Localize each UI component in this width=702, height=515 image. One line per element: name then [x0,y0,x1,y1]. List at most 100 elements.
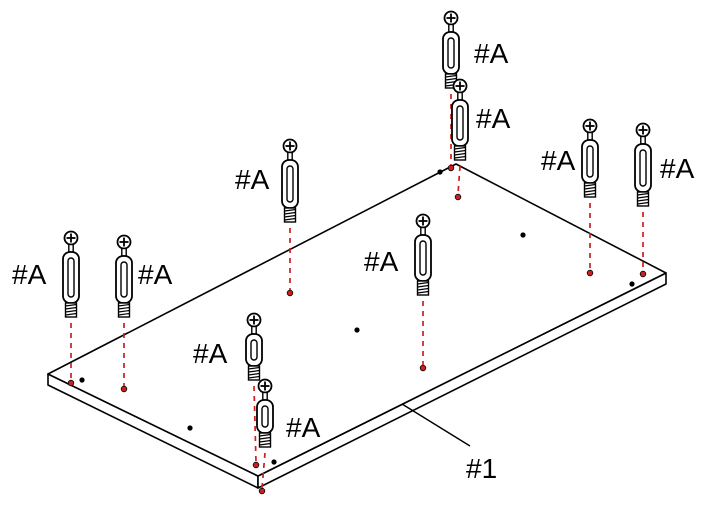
dowel-thread [453,145,467,161]
pin-hole [419,364,427,372]
pin-hole [447,164,455,172]
dowel-neck [251,325,257,335]
pin-hole [252,461,260,469]
fastener-label: #A [138,259,173,290]
panel-top-face [47,163,667,477]
dowel-slot [286,165,294,203]
thread-line [284,217,296,221]
pin-hole [639,270,647,278]
thread-line [259,436,271,440]
thread-line [584,183,596,187]
fastener-label: #A [235,164,270,195]
fastener-label: #A [193,338,228,369]
panel-hole [354,327,360,333]
thread-line [259,442,271,446]
dowel-slot [456,105,464,141]
dowel-thread [283,207,297,223]
dowel-neck [121,247,127,257]
thread-line [454,146,466,150]
thread-line [454,152,466,156]
fasteners [62,10,652,448]
panel-hole [271,459,277,465]
thread-line [259,433,271,437]
fastener-label: #A [474,38,509,69]
dowel-thread [416,280,430,296]
dowel-slot [639,149,647,187]
dowel-slot [261,405,269,428]
dowel-slot [250,339,258,361]
pin-hole [286,289,294,297]
thread-line [454,155,466,159]
dowel-thread [247,365,261,381]
thread-line [284,214,296,218]
dowel-slot [120,261,128,298]
dowel-neck [68,243,74,253]
panel-hole [187,425,193,431]
guide-line [253,385,257,463]
thread-line [248,375,260,379]
thread-line [248,366,260,370]
thread-line [417,287,429,291]
thread-line [445,74,457,78]
fastener-label: #A [541,145,576,176]
dowel-thread [258,432,272,448]
thread-line [637,195,649,199]
dowel-thread [117,302,131,318]
thread-line [445,77,457,81]
dowel-slot [419,240,427,276]
fastener-label: #A [12,259,47,290]
thread-line [248,369,260,373]
panel-1 [47,163,667,489]
cam-dowel [115,234,133,318]
cam-dowel [62,230,80,318]
dowel-neck [457,91,463,101]
cam-dowel [442,10,460,89]
thread-line [248,372,260,376]
fastener-label: #A [476,103,511,134]
thread-line [284,208,296,212]
cam-dowel [245,312,263,381]
dowel-thread [636,191,650,207]
dowel-thread [583,182,597,198]
thread-line [118,312,130,316]
thread-line [637,192,649,196]
pin-hole [586,269,594,277]
dowel-slot [67,257,75,298]
panel-hole [520,232,526,238]
dowel-neck [287,151,293,161]
pin-hole [67,379,75,387]
thread-line [454,149,466,153]
cam-dowel [414,213,432,296]
guide-line [457,165,461,195]
thread-line [65,303,77,307]
thread-line [417,290,429,294]
panel-holes [67,164,647,495]
thread-line [284,211,296,215]
thread-line [65,312,77,316]
thread-line [65,309,77,313]
cam-dowel [581,118,599,198]
thread-line [417,281,429,285]
thread-line [417,284,429,288]
dowel-neck [640,135,646,145]
dowel-slot [586,145,594,178]
fastener-label: #A [364,246,399,277]
panel-label: #1 [466,453,497,484]
panel-hole [629,281,635,287]
dowel-neck [448,23,454,33]
thread-line [637,198,649,202]
pin-hole [120,385,128,393]
fastener-labels: #A #A #A #A #A #A #A #A #A #A [12,38,695,443]
thread-line [65,306,77,310]
cam-dowel [281,138,299,223]
dowel-neck [587,131,593,141]
thread-line [118,303,130,307]
thread-line [584,186,596,190]
cam-dowel [634,122,652,207]
thread-line [259,439,271,443]
thread-line [118,309,130,313]
pin-hole [454,193,462,201]
guide-lines [70,94,644,489]
panel-hole [79,377,85,383]
